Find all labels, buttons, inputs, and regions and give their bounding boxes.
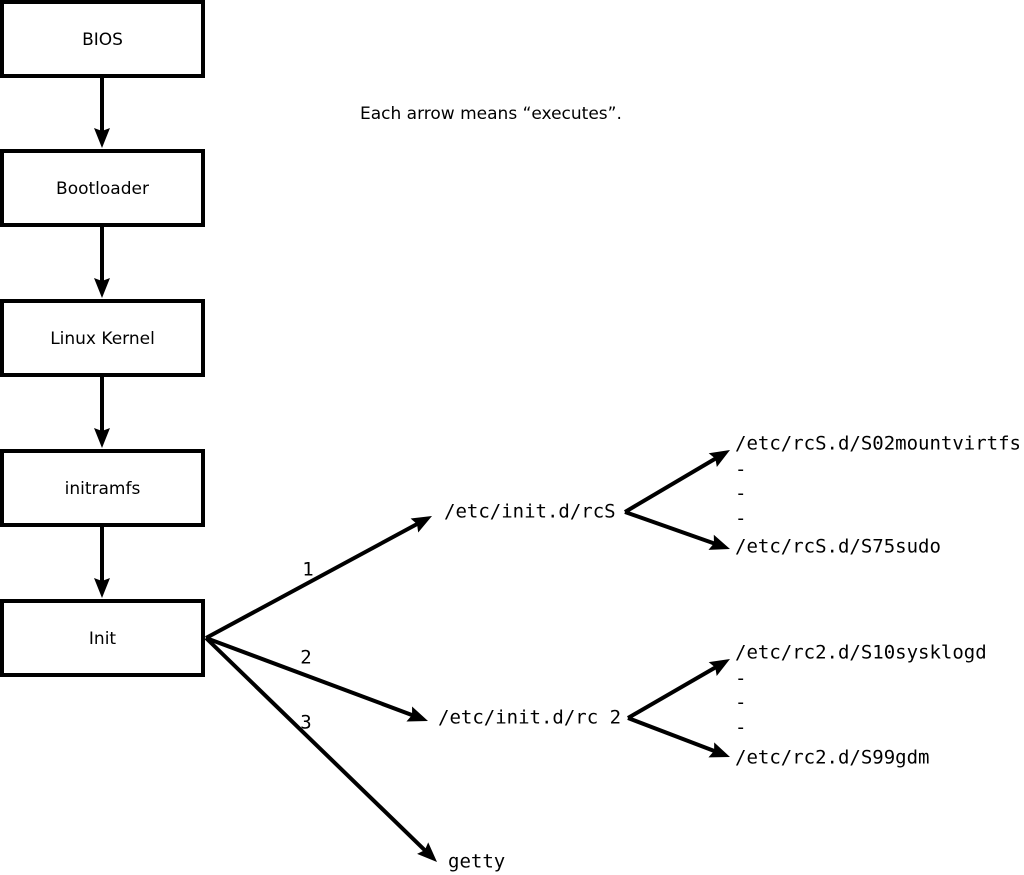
process-box-initramfs[interactable]: initramfs (0, 449, 205, 527)
arrow-rc2-to-first-service (626, 659, 730, 720)
arrow-head-icon (94, 428, 110, 448)
arrow-shaft (624, 510, 718, 547)
arrow-head-icon (94, 128, 110, 148)
arrow-rc2-to-last-service (627, 716, 730, 758)
path-label-rc2-last-service: /etc/rc2.d/S99gdm (735, 747, 929, 769)
ellipsis-mark-rc2-ellipsis-2: - (735, 692, 746, 714)
arrow-rcs-to-last-service (624, 510, 730, 550)
arrow-initramfs-to-init (94, 525, 110, 598)
arrow-head-icon (708, 659, 730, 676)
ellipsis-mark-rcs-ellipsis-1: - (735, 459, 746, 481)
arrow-shaft (205, 520, 421, 640)
path-label-rcs-first-service: /etc/rcS.d/S02mountvirtfs (735, 433, 1021, 455)
box-label-init: Init (89, 629, 117, 649)
box-outline (0, 449, 205, 527)
arrow-head-icon (708, 534, 730, 550)
box-outline (0, 299, 205, 377)
ellipsis-mark-rc2-ellipsis-1: - (735, 668, 746, 690)
arrow-layer (94, 76, 730, 862)
arrow-kernel-to-initramfs (94, 375, 110, 448)
process-box-kernel[interactable]: Linux Kernel (0, 299, 205, 377)
box-outline (0, 0, 205, 78)
process-box-bios[interactable]: BIOS (0, 0, 205, 78)
arrow-head-icon (406, 706, 428, 722)
arrow-init-to-getty (204, 636, 437, 862)
ellipsis-layer: ------ (735, 459, 746, 739)
arrow-init-to-rcs (205, 516, 432, 640)
arrow-head-icon (94, 278, 110, 298)
arrow-head-icon (708, 742, 730, 758)
arrow-head-icon (410, 516, 432, 533)
process-box-bootloader[interactable]: Bootloader (0, 149, 205, 227)
box-label-initramfs: initramfs (65, 479, 141, 499)
ellipsis-mark-rcs-ellipsis-2: - (735, 483, 746, 505)
path-label-rcs-last-service: /etc/rcS.d/S75sudo (735, 536, 941, 558)
ellipsis-mark-rcs-ellipsis-3: - (735, 508, 746, 530)
arrow-head-icon (708, 450, 730, 468)
edge-number-layer: 1 2 3 (300, 559, 313, 734)
arrow-bootloader-to-kernel (94, 225, 110, 298)
mono-label-layer: /etc/init.d/rcS/etc/init.d/rc 2 getty/etc… (438, 433, 1021, 873)
box-label-bootloader: Bootloader (56, 179, 149, 199)
arrow-bios-to-bootloader (94, 76, 110, 148)
box-outline (0, 599, 205, 677)
arrow-shaft (626, 664, 719, 720)
box-label-kernel: Linux Kernel (50, 329, 155, 349)
path-label-rc2-first-service: /etc/rc2.d/S10sysklogd (735, 642, 987, 664)
box-outline (0, 149, 205, 227)
edge-order-edge-number-3: 3 (300, 712, 311, 734)
edge-order-edge-number-1: 1 (302, 559, 313, 581)
arrow-rcs-to-first-service (623, 450, 730, 514)
path-label-getty: getty (448, 851, 505, 873)
arrow-head-icon (417, 842, 437, 862)
box-label-bios: BIOS (82, 30, 123, 50)
arrow-init-to-rc2 (205, 636, 428, 722)
arrow-shaft (627, 716, 718, 754)
path-label-rcs-script: /etc/init.d/rcS (444, 501, 616, 523)
path-label-rc2-script: /etc/init.d/rc 2 (438, 707, 621, 729)
arrow-shaft (623, 455, 719, 514)
arrow-head-icon (94, 578, 110, 598)
diagram-caption: Each arrow means “executes”. (360, 104, 622, 124)
arrow-shaft (204, 636, 429, 854)
ellipsis-mark-rc2-ellipsis-3: - (735, 717, 746, 739)
edge-order-edge-number-2: 2 (300, 647, 311, 669)
process-box-init[interactable]: Init (0, 599, 205, 677)
arrow-shaft (205, 636, 416, 718)
